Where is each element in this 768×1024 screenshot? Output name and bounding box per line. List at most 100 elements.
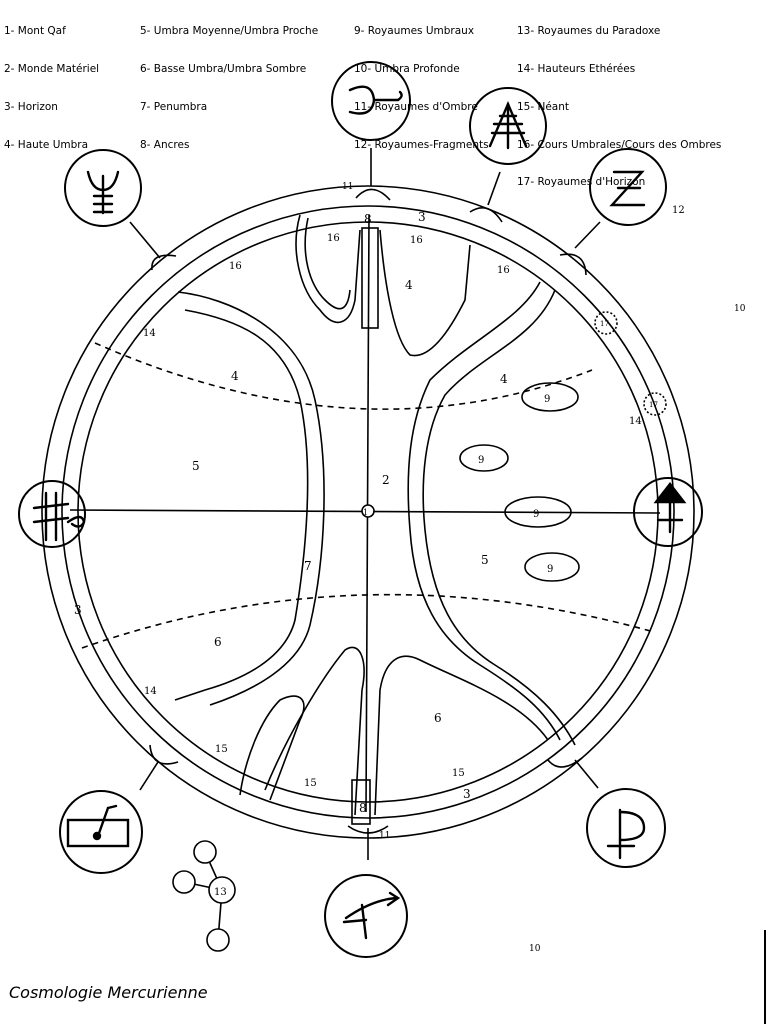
nub-top [355, 188, 391, 201]
umbra-inner-ring [77, 221, 659, 803]
emblem-right [633, 477, 703, 547]
label-14-right: 14 [629, 416, 642, 427]
page-edge-line [764, 930, 766, 1024]
connector-top-right-b [574, 221, 601, 249]
legend-item: 5- Umbra Moyenne/Umbra Proche [140, 25, 319, 38]
label-14-bottom: 14 [144, 686, 157, 697]
tree-bottom-left-branch [239, 695, 305, 801]
legend-item: 9- Royaumes Umbraux [354, 25, 475, 38]
legend-item: 12- Royaumes-Fragments [354, 138, 489, 151]
tree-bottom-right-branch [374, 655, 549, 816]
label-8-bottom: 8 [359, 801, 367, 815]
label-16-b: 16 [410, 235, 423, 246]
nub-bottom-left [149, 744, 179, 765]
label-10-bottom: 10 [529, 944, 541, 954]
realm-ellipse-2 [459, 444, 509, 472]
legend-item: 15- Néant [517, 100, 570, 113]
tree-left-channel [174, 309, 309, 701]
legend-item: 8- Ancres [140, 138, 190, 151]
anchor-shaft-bottom [351, 779, 371, 825]
realm-ellipse-4 [524, 552, 580, 582]
tree-left-channel-inner [177, 291, 325, 706]
label-3-top: 3 [418, 210, 426, 224]
emblem-top [331, 61, 411, 141]
emblem-bottom-right [586, 788, 666, 868]
legend-item: 6- Basse Umbra/Umbra Sombre [140, 62, 307, 75]
p-cross-glyph-icon [606, 808, 646, 860]
label-4-top: 4 [405, 278, 413, 292]
horizon-realm-circle-2 [643, 392, 667, 416]
nub-bottom-right [547, 757, 583, 768]
z-glyph-icon [609, 170, 646, 207]
hook-sigil-icon [32, 491, 86, 542]
emblem-left [18, 480, 86, 548]
realm-ellipse-1 [521, 382, 579, 412]
emblem-top-right [469, 87, 547, 165]
tree-top-branch-inner [304, 217, 351, 310]
connector-top-left [129, 221, 161, 259]
emblem-right-upper [589, 148, 667, 226]
legend-item: 4- Haute Umbra [4, 138, 89, 151]
diagram-caption: Cosmologie Mercurienne [9, 983, 208, 1002]
label-5-left: 5 [192, 459, 200, 473]
legend-item: 10- Umbra Profonde [354, 62, 460, 75]
anchor-shaft-top [361, 227, 379, 329]
legend-item: 2- Monde Matériel [4, 62, 100, 75]
realm-ellipse-3 [504, 496, 572, 528]
label-14-top: 14 [143, 328, 156, 339]
nub-top-left [151, 254, 177, 271]
label-4-right: 4 [500, 372, 508, 386]
label-9-b: 9 [478, 455, 484, 466]
tree-right-channel-inner [422, 289, 576, 746]
legend-column-4: 13- Royaumes du Paradoxe 14- Hauteurs Et… [517, 0, 721, 202]
label-3-bottom: 3 [463, 787, 471, 801]
label-16-c: 16 [229, 261, 242, 272]
legend-item: 13- Royaumes du Paradoxe [517, 25, 661, 38]
legend-column-1: 1- Mont Qaf 2- Monde Matériel 3- Horizon… [4, 0, 99, 164]
label-6-right: 6 [434, 711, 442, 725]
label-15-left: 15 [215, 744, 228, 755]
legend-item: 1- Mont Qaf [4, 25, 66, 38]
label-9-a: 9 [544, 394, 550, 405]
arrow-arc-glyph-icon [342, 891, 401, 940]
lower-dashed-boundary [81, 593, 655, 649]
label-10-right: 10 [734, 304, 746, 314]
connector-top-right-a [487, 171, 501, 206]
legend-item: 14- Hauteurs Ethérées [517, 62, 636, 75]
legend-item: 11- Royaumes d'Ombre [354, 100, 478, 113]
paradox-node-2 [172, 870, 196, 894]
tree-top-branch [295, 214, 361, 324]
trident-glyph-icon [86, 170, 120, 215]
label-16-a: 16 [327, 233, 340, 244]
paradox-node-1 [193, 840, 217, 864]
label-5-right: 5 [481, 553, 489, 567]
center-point [361, 504, 375, 518]
label-15-mid: 15 [304, 778, 317, 789]
label-15-right: 15 [452, 768, 465, 779]
legend-item: 16- Cours Umbrales/Cours des Ombres [517, 138, 722, 151]
label-12: 12 [672, 205, 685, 216]
connector-bottom-left [139, 761, 159, 791]
emblem-bottom-left [59, 790, 143, 874]
label-17-b: 17 [649, 401, 658, 409]
label-4-left: 4 [231, 369, 239, 383]
tree-right-channel [407, 281, 561, 741]
horizon-realm-circle-1 [594, 311, 618, 335]
emblem-bottom [324, 874, 408, 958]
label-9-c: 9 [533, 509, 539, 520]
label-2: 2 [382, 473, 390, 487]
nub-top-right-b [559, 253, 587, 276]
label-16-d: 16 [497, 265, 510, 276]
tree-mid-branch [379, 229, 471, 357]
anchor-glyph-icon [653, 482, 687, 534]
paradox-node-4 [206, 928, 230, 952]
label-13: 13 [214, 887, 227, 898]
label-9-d: 9 [547, 564, 553, 575]
label-8-top: 8 [364, 212, 372, 226]
label-17-a: 17 [600, 320, 609, 328]
connector-bottom-right [574, 759, 599, 789]
horizon-inner-ring [61, 205, 675, 819]
nub-top-right-a [469, 206, 503, 223]
legend-item: 3- Horizon [4, 100, 58, 113]
emblem-top-left [64, 149, 142, 227]
